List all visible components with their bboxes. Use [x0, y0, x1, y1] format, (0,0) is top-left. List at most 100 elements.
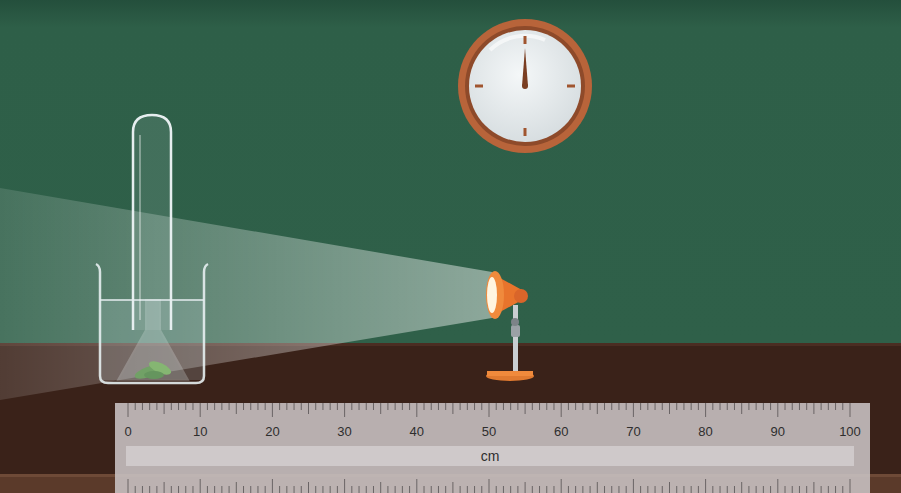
scale-number: 0 — [124, 425, 131, 438]
ruler-tick — [344, 479, 345, 493]
ruler-tick — [185, 403, 186, 410]
ruler-tick — [655, 403, 656, 410]
ruler-tick — [128, 479, 129, 493]
ruler-tick — [315, 403, 316, 410]
ruler-tick — [178, 486, 179, 493]
ruler-tick — [835, 403, 836, 410]
ruler-tick — [590, 403, 591, 410]
ruler-tick — [705, 479, 706, 493]
ruler-tick — [792, 486, 793, 493]
ruler-tick — [698, 403, 699, 410]
ruler-tick — [395, 486, 396, 493]
ruler-tick — [265, 403, 266, 410]
scale-number: 10 — [193, 425, 207, 438]
ruler-tick — [387, 486, 388, 493]
ruler-tick — [135, 403, 136, 410]
ruler-tick — [669, 403, 670, 414]
ruler-tick — [748, 403, 749, 410]
ruler-tick — [683, 403, 684, 410]
ruler-tick — [257, 486, 258, 493]
ruler-tick — [322, 486, 323, 493]
scale-number: 30 — [337, 425, 351, 438]
ruler-tick — [821, 403, 822, 410]
ruler-tick — [257, 403, 258, 410]
ruler-tick — [344, 403, 345, 417]
ruler-tick — [445, 403, 446, 410]
ruler-tick — [452, 403, 453, 414]
ruler-tick — [734, 403, 735, 410]
ruler-tick — [553, 486, 554, 493]
ruler-tick — [597, 482, 598, 493]
ruler-tick — [763, 403, 764, 410]
ruler-tick — [438, 403, 439, 410]
ruler-tick — [481, 486, 482, 493]
ruler-tick — [763, 486, 764, 493]
ruler-tick — [633, 479, 634, 493]
ruler-tick — [294, 403, 295, 410]
ruler-tick — [308, 403, 309, 414]
ruler-tick — [503, 403, 504, 410]
ruler-tick — [618, 403, 619, 410]
ruler-tick — [647, 403, 648, 410]
ruler-tick — [821, 486, 822, 493]
ruler-tick — [727, 403, 728, 410]
ruler-tick — [676, 403, 677, 410]
ruler-tick — [604, 403, 605, 410]
ruler-tick — [156, 486, 157, 493]
ruler-tick — [575, 403, 576, 410]
ruler-tick — [149, 486, 150, 493]
ruler-tick — [691, 486, 692, 493]
ruler-tick — [662, 486, 663, 493]
ruler-tick — [582, 486, 583, 493]
ruler-tick — [727, 486, 728, 493]
ruler-tick — [351, 486, 352, 493]
ruler-tick — [676, 486, 677, 493]
ruler-tick — [445, 486, 446, 493]
ruler-tick — [683, 486, 684, 493]
ruler-tick — [135, 486, 136, 493]
ruler-tick — [532, 486, 533, 493]
ruler-tick — [525, 403, 526, 414]
ruler-tick — [351, 403, 352, 410]
ruler-tick — [192, 403, 193, 410]
ruler-tick — [720, 486, 721, 493]
ruler-tick — [604, 486, 605, 493]
ruler-tick — [777, 403, 778, 417]
ruler-tick — [517, 403, 518, 410]
ruler-tick — [850, 479, 851, 493]
ruler-tick — [366, 403, 367, 410]
test-tube — [133, 115, 171, 330]
ruler-tick — [496, 486, 497, 493]
ruler-tick — [842, 486, 843, 493]
ruler-tick — [626, 403, 627, 410]
ruler-tick — [785, 486, 786, 493]
ruler-tick — [705, 403, 706, 417]
scale-number: 70 — [626, 425, 640, 438]
ruler-tick — [712, 403, 713, 410]
ruler-tick — [359, 403, 360, 410]
ruler-tick — [561, 403, 562, 417]
ruler-tick — [207, 486, 208, 493]
ruler-tick — [171, 403, 172, 410]
ruler-tick — [424, 486, 425, 493]
ruler-tick — [395, 403, 396, 410]
ruler-tick — [806, 403, 807, 410]
ruler-tick — [792, 403, 793, 410]
scale-number: 80 — [698, 425, 712, 438]
ruler-tick — [236, 403, 237, 414]
ruler-tick — [402, 403, 403, 410]
ruler-tick — [322, 403, 323, 410]
ruler-tick — [142, 486, 143, 493]
ruler-tick — [431, 486, 432, 493]
ruler-tick — [409, 486, 410, 493]
ruler-tick — [467, 403, 468, 410]
ruler-tick — [590, 486, 591, 493]
ruler-tick — [380, 403, 381, 414]
ruler-tick — [647, 486, 648, 493]
ruler-tick — [200, 403, 201, 417]
ruler-tick — [164, 403, 165, 414]
scale-number: 20 — [265, 425, 279, 438]
ruler-tick — [777, 479, 778, 493]
